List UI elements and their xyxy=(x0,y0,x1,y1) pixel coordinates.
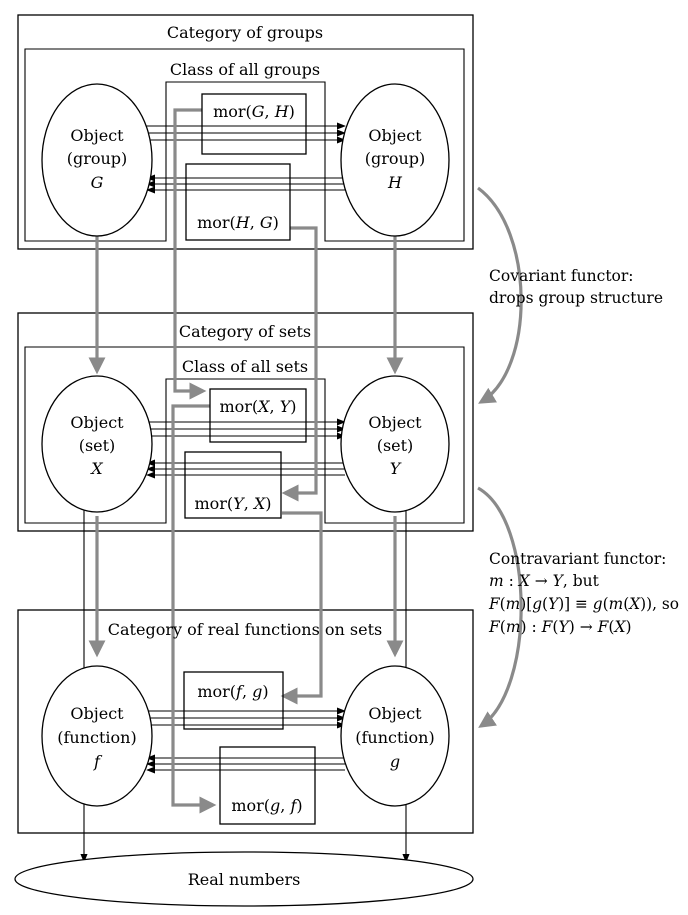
morphism-box-fg: mor(f, g) xyxy=(183,671,284,730)
arrows-g-to-f xyxy=(146,754,345,774)
object-f: Object (function) f xyxy=(41,665,153,807)
class-groups-title: Class of all groups xyxy=(170,60,320,79)
svg-text:Object: Object xyxy=(368,126,422,145)
object-H: Object (group) H xyxy=(340,83,450,237)
morphism-box-YX: mor(Y, X) xyxy=(184,451,282,519)
class-sets-frame xyxy=(24,346,465,524)
svg-text:F(m)[g(Y)] ≡ g(m(X)), so: F(m)[g(Y)] ≡ g(m(X)), so xyxy=(488,595,679,613)
svg-text:X: X xyxy=(89,459,103,478)
curved-functor-arrows xyxy=(477,186,523,728)
svg-text:Object: Object xyxy=(70,413,124,432)
svg-text:mor(Y, X): mor(Y, X) xyxy=(194,494,271,513)
object-G: Object (group) G xyxy=(41,83,153,237)
svg-text:H: H xyxy=(387,173,403,192)
svg-text:Object: Object xyxy=(70,704,124,723)
object-X: Object (set) X xyxy=(41,375,153,513)
category-sets-title: Category of sets xyxy=(179,322,311,341)
arrows-H-to-G xyxy=(146,174,345,194)
svg-text:m : X → Y, but: m : X → Y, but xyxy=(489,572,600,590)
category-groups-title: Category of groups xyxy=(167,23,323,42)
svg-text:Contravariant functor:: Contravariant functor: xyxy=(489,550,666,568)
morphism-box-XY: mor(X, Y) xyxy=(209,388,307,443)
category-functions-title: Category of real functions on sets xyxy=(108,620,382,639)
svg-text:(group): (group) xyxy=(365,149,426,168)
svg-text:(function): (function) xyxy=(57,728,136,747)
svg-text:(function): (function) xyxy=(355,728,434,747)
morphism-box-gf: mor(g, f) xyxy=(219,746,316,825)
category-functions-box xyxy=(17,609,474,834)
class-groups-frame xyxy=(24,48,465,242)
svg-text:mor(f, g): mor(f, g) xyxy=(197,682,268,701)
object-Y: Object (set) Y xyxy=(340,375,450,513)
svg-text:drops group structure: drops group structure xyxy=(489,289,663,307)
svg-text:mor(X, Y): mor(X, Y) xyxy=(219,397,296,416)
arrows-f-to-g xyxy=(143,707,346,729)
morphism-box-HG: mor(H, G) xyxy=(185,163,291,241)
svg-text:Object: Object xyxy=(368,413,422,432)
real-numbers: Real numbers xyxy=(14,851,474,907)
svg-text:mor(H, G): mor(H, G) xyxy=(197,213,279,232)
svg-text:mor(g, f): mor(g, f) xyxy=(231,796,302,815)
contravariant-annotation: Contravariant functor: m : X → Y, but F(… xyxy=(488,550,679,636)
svg-text:Object: Object xyxy=(70,126,124,145)
arrows-G-to-H xyxy=(143,122,346,144)
svg-text:(set): (set) xyxy=(377,436,414,455)
svg-text:Object: Object xyxy=(368,704,422,723)
arrows-X-to-Y xyxy=(143,418,346,440)
svg-text:mor(G, H): mor(G, H) xyxy=(213,102,295,121)
svg-text:G: G xyxy=(91,173,104,192)
functor-arrows-morphisms xyxy=(171,108,323,814)
svg-text:Y: Y xyxy=(390,459,402,478)
class-sets-title: Class of all sets xyxy=(182,357,308,376)
svg-text:Covariant functor:: Covariant functor: xyxy=(489,267,634,285)
arrows-Y-to-X xyxy=(146,459,345,479)
svg-text:Real numbers: Real numbers xyxy=(188,870,301,889)
category-sets-box xyxy=(17,312,474,532)
covariant-annotation: Covariant functor: drops group structure xyxy=(489,267,663,307)
functor-arrows-objects xyxy=(88,234,404,658)
category-groups-box xyxy=(17,14,474,250)
svg-text:(set): (set) xyxy=(79,436,116,455)
object-g: Object (function) g xyxy=(340,665,450,807)
morphism-box-GH: mor(G, H) xyxy=(201,93,307,155)
svg-text:g: g xyxy=(390,752,400,771)
svg-text:f: f xyxy=(93,752,103,771)
svg-text:F(m) : F(Y) → F(X): F(m) : F(Y) → F(X) xyxy=(488,618,632,636)
svg-text:(group): (group) xyxy=(67,149,128,168)
